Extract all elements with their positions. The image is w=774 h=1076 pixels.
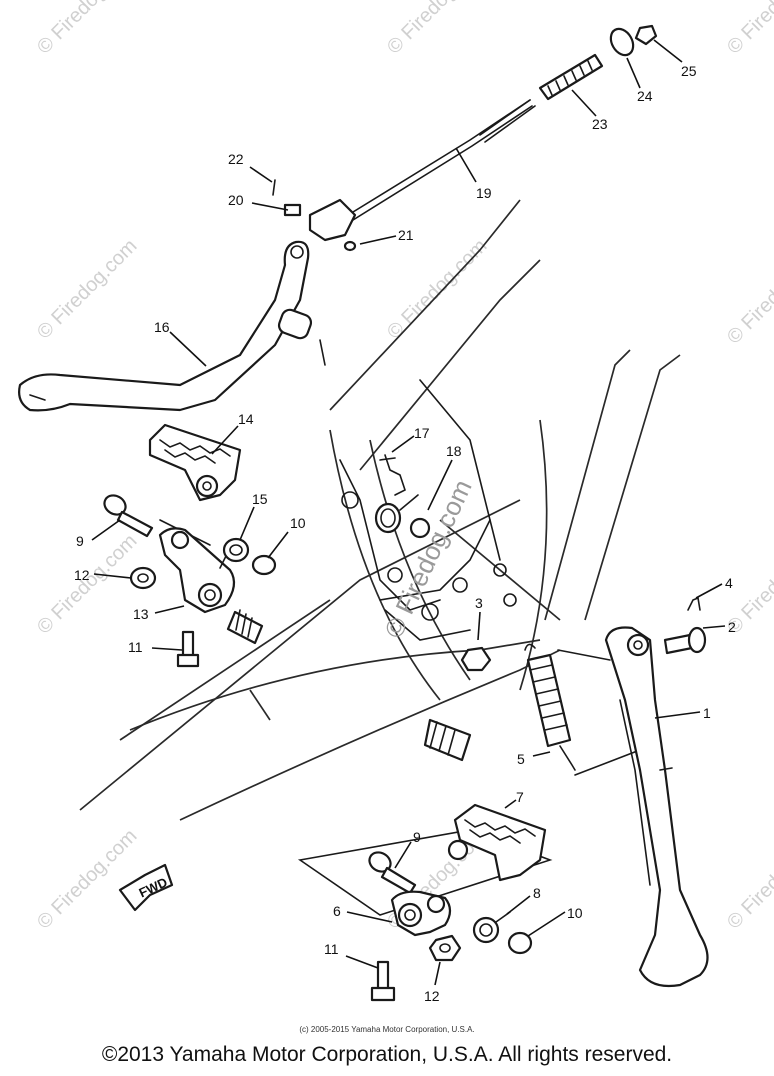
- callout-8: 8: [533, 885, 541, 901]
- watermark: © Firedog.com: [33, 530, 142, 639]
- watermark: © Firedog.com: [383, 0, 492, 59]
- callout-21: 21: [398, 227, 414, 243]
- callout-16: 16: [154, 319, 170, 335]
- diagram-copyright: (c) 2005-2015 Yamaha Motor Corporation, …: [299, 1025, 475, 1034]
- callout-17: 17: [414, 425, 430, 441]
- washer-lower: [507, 931, 533, 955]
- bolt-upper: [103, 494, 154, 538]
- watermark: © Firedog.com: [33, 0, 142, 59]
- callout-20: 20: [228, 192, 244, 208]
- diagonal-watermark: © Firedog.com: [378, 475, 477, 643]
- bolt-small-lower: [370, 960, 396, 1002]
- pivot-shaft: [226, 609, 472, 762]
- callout-1: 1: [703, 705, 711, 721]
- callout-3: 3: [475, 595, 483, 611]
- torsion-spring-upper: [374, 494, 431, 539]
- fwd-arrow-icon: FWD: [118, 863, 174, 912]
- nut-upper: [129, 566, 157, 590]
- callout-14: 14: [238, 411, 254, 427]
- washer-upper: [251, 554, 277, 576]
- callout-23: 23: [592, 116, 608, 132]
- callout-15: 15: [252, 491, 268, 507]
- callout-22: 22: [228, 151, 244, 167]
- callout-9-upper: 9: [76, 533, 84, 549]
- frame-nut: [460, 646, 492, 672]
- callout-7: 7: [516, 789, 524, 805]
- bolt-lower-upper: [176, 630, 200, 668]
- callout-9-lower: 9: [413, 829, 421, 845]
- callout-10-upper: 10: [290, 515, 306, 531]
- nut-lower: [428, 934, 462, 962]
- spring-upper: [219, 537, 250, 569]
- lower-footrest: [447, 803, 547, 882]
- callout-24: 24: [637, 88, 653, 104]
- bolt-lower: [368, 851, 417, 895]
- callouts: 1 2 3 4 5 6 7 8 9 9 10 10 11 11 12 12 13: [74, 39, 736, 1004]
- callout-4: 4: [725, 575, 733, 591]
- callout-12-lower: 12: [424, 988, 440, 1004]
- frame-tubes: [79, 199, 681, 821]
- callout-5: 5: [517, 751, 525, 767]
- side-stand: [604, 626, 709, 988]
- stand-pivot-bolt: [663, 596, 707, 655]
- footrest-bracket-upper: [158, 527, 236, 614]
- watermark: © Firedog.com: [723, 240, 774, 349]
- callout-13: 13: [133, 606, 149, 622]
- spring-clip: [379, 454, 406, 496]
- callout-11-lower: 11: [324, 941, 339, 957]
- brake-lever-arm: [18, 240, 313, 412]
- watermark: © Firedog.com: [723, 825, 774, 934]
- brake-rod: [272, 24, 658, 252]
- callout-25: 25: [681, 63, 697, 79]
- callout-6: 6: [333, 903, 341, 919]
- watermark: © Firedog.com: [383, 235, 492, 344]
- footer-copyright: ©2013 Yamaha Motor Corporation, U.S.A. A…: [101, 1043, 673, 1066]
- callout-11-upper: 11: [128, 639, 143, 655]
- callout-18: 18: [446, 443, 462, 459]
- assembly-lines: [159, 339, 641, 916]
- callout-19: 19: [476, 185, 492, 201]
- watermark: © Firedog.com: [33, 825, 142, 934]
- callout-2: 2: [728, 619, 736, 635]
- return-spring: [524, 643, 576, 771]
- callout-12-upper: 12: [74, 567, 90, 583]
- spring-lower: [472, 911, 511, 944]
- upper-footrest: [148, 423, 242, 502]
- footrest-bracket-lower: [390, 890, 452, 937]
- watermark: © Firedog.com: [723, 0, 774, 59]
- callout-10-lower: 10: [567, 905, 583, 921]
- watermark: © Firedog.com: [33, 235, 142, 344]
